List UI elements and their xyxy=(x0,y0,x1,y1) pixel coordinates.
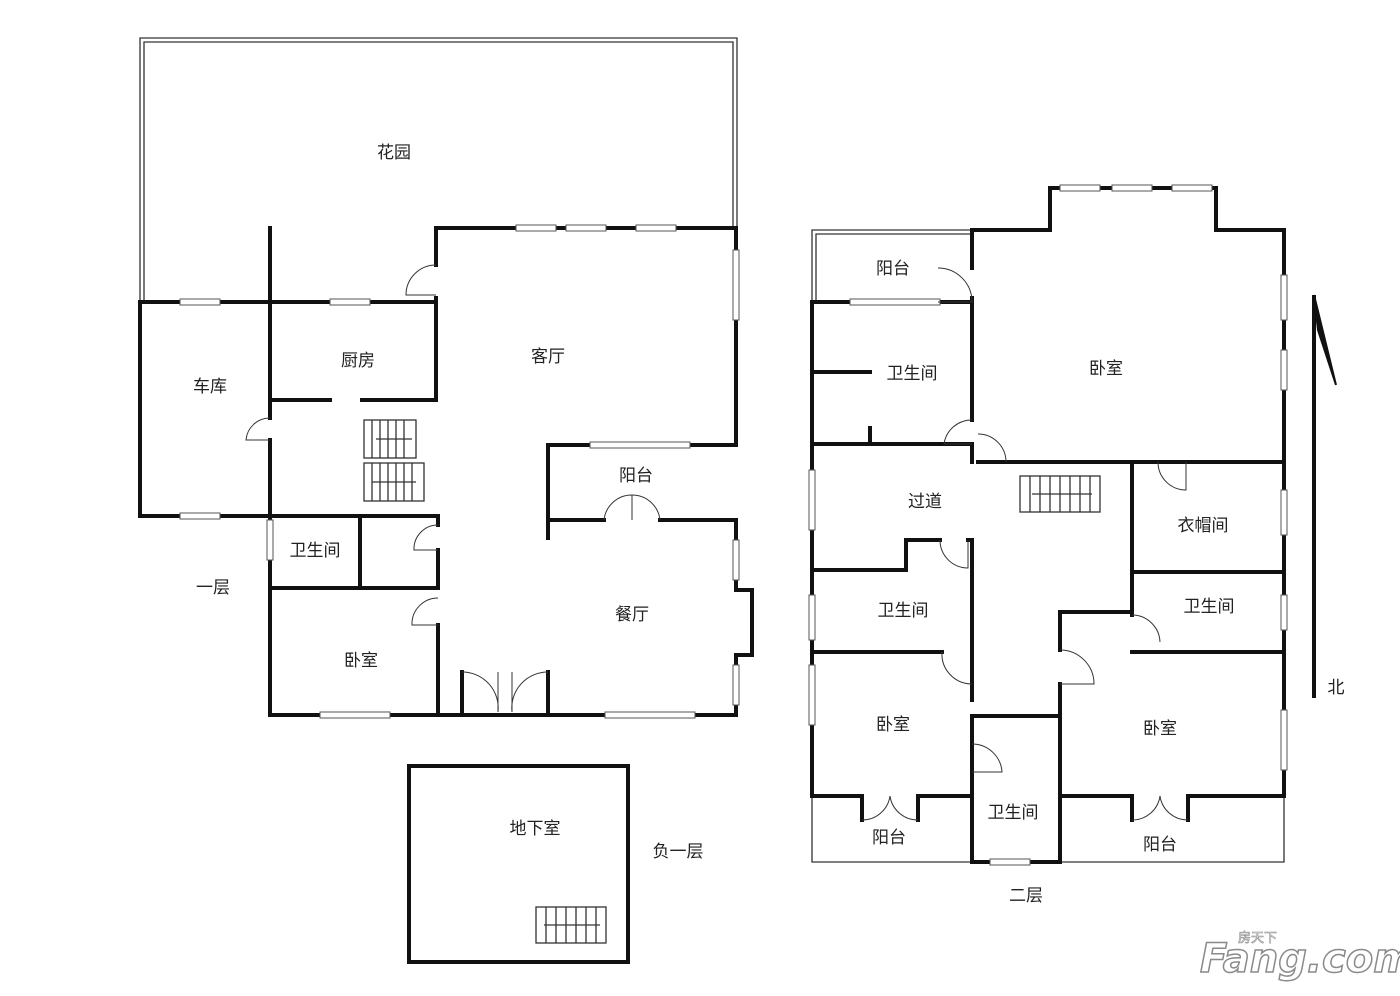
compass-label: 北 xyxy=(1328,678,1345,698)
stairs-icon xyxy=(535,906,607,944)
room-label-balcony: 阳台 xyxy=(619,466,653,486)
room-label-basement: 地下室 xyxy=(510,819,561,839)
room-label-bedroom-sw: 卧室 xyxy=(876,715,910,735)
room-label-bedroom-se: 卧室 xyxy=(1143,719,1177,739)
room-label-bathroom-n: 卫生间 xyxy=(887,364,938,384)
room-label-cloakroom: 衣帽间 xyxy=(1178,516,1229,536)
room-label-kitchen: 厨房 xyxy=(341,351,375,371)
room-label-bathroom-e: 卫生间 xyxy=(1184,597,1235,617)
room-label-bathroom-w: 卫生间 xyxy=(878,601,929,621)
room-label-bathroom: 卫生间 xyxy=(290,541,341,561)
north-arrow-icon: 北 xyxy=(1312,294,1345,698)
floor-title-first: 一层 xyxy=(196,578,230,598)
room-label-garage: 车库 xyxy=(193,377,227,397)
room-label-corridor: 过道 xyxy=(908,492,942,512)
first-floor-plan: 花园 车库 厨房 客厅 阳台 卫生间 餐厅 卧室 一层 xyxy=(138,37,754,719)
stairs-icon xyxy=(363,419,425,502)
room-label-balcony-se: 阳台 xyxy=(1143,835,1177,855)
basement-plan: 地下室 负一层 xyxy=(407,764,704,964)
second-floor-plan: 阳台 卫生间 卧室 过道 衣帽间 卫生间 卫生间 卧室 卧室 卫生间 阳台 阳台… xyxy=(808,184,1288,906)
room-label-balcony-sw: 阳台 xyxy=(872,828,906,848)
floor-title-second: 二层 xyxy=(1009,886,1043,906)
room-label-garden: 花园 xyxy=(377,143,411,163)
room-label-bathroom-s: 卫生间 xyxy=(988,803,1039,823)
stairs-icon xyxy=(1019,475,1101,513)
watermark-text: Fang.com xyxy=(1200,936,1400,982)
floor-title-basement: 负一层 xyxy=(653,842,704,862)
watermark-logo: Fang.com 房天下 xyxy=(1199,930,1400,983)
room-label-bedroom: 卧室 xyxy=(344,651,378,671)
room-label-master-bedroom: 卧室 xyxy=(1089,359,1123,379)
room-label-dining: 餐厅 xyxy=(615,605,649,625)
room-label-balcony-nw: 阳台 xyxy=(876,259,910,279)
watermark-small-text: 房天下 xyxy=(1238,930,1277,946)
room-label-living: 客厅 xyxy=(531,347,565,367)
